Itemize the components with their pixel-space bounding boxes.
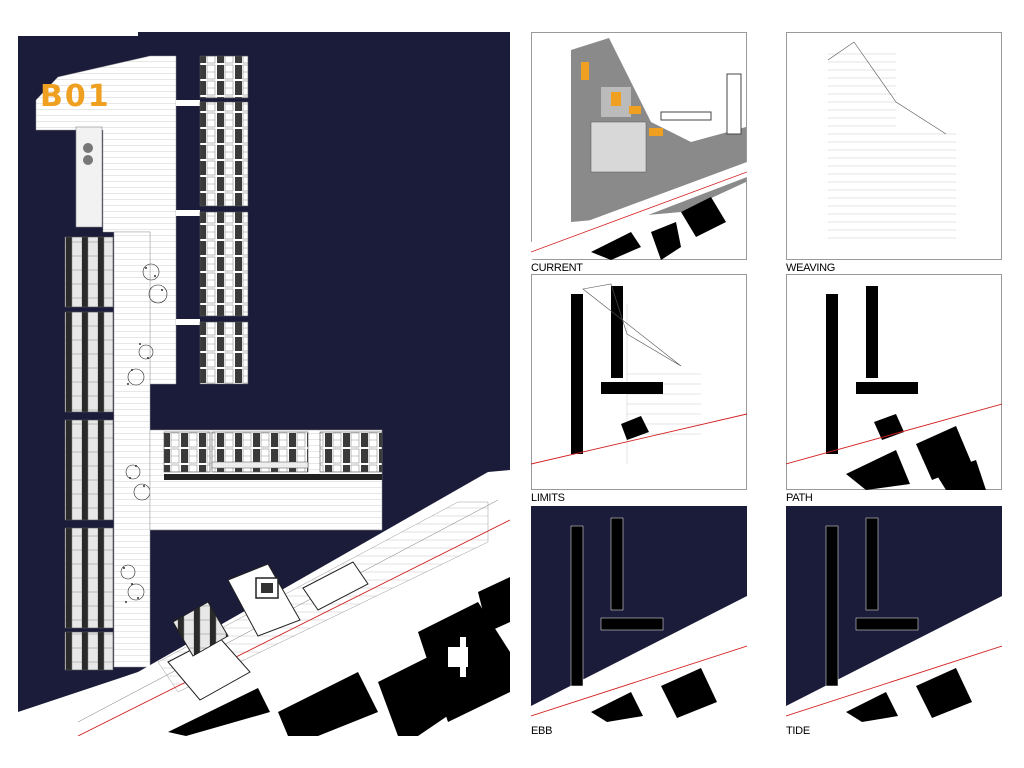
tide-diagram bbox=[786, 506, 1002, 722]
right-building-column bbox=[199, 55, 249, 385]
limits-diagram bbox=[531, 274, 747, 490]
caption-path: PATH bbox=[786, 492, 813, 504]
panel-tide bbox=[786, 506, 1002, 722]
caption-limits: LIMITS bbox=[531, 492, 565, 504]
panel-ebb bbox=[531, 506, 747, 722]
horizontal-arm bbox=[149, 429, 383, 531]
panel-weaving bbox=[786, 32, 1002, 260]
caption-weaving: WEAVING bbox=[786, 262, 836, 274]
board-title: B01 bbox=[40, 79, 111, 114]
caption-tide: TIDE bbox=[786, 725, 810, 737]
ebb-diagram bbox=[531, 506, 747, 722]
panel-limits bbox=[531, 274, 747, 490]
upper-pier bbox=[35, 55, 200, 385]
main-site-plan: B01 bbox=[18, 32, 510, 736]
caption-ebb: EBB bbox=[531, 725, 553, 737]
panel-path bbox=[786, 274, 1002, 490]
left-spine bbox=[64, 231, 168, 671]
current-diagram bbox=[531, 32, 747, 260]
path-diagram bbox=[786, 274, 1002, 490]
site-plan-drawing bbox=[18, 32, 510, 736]
weaving-diagram bbox=[786, 32, 1002, 260]
panel-current bbox=[531, 32, 747, 260]
shore bbox=[18, 470, 510, 736]
caption-current: CURRENT bbox=[531, 262, 583, 274]
